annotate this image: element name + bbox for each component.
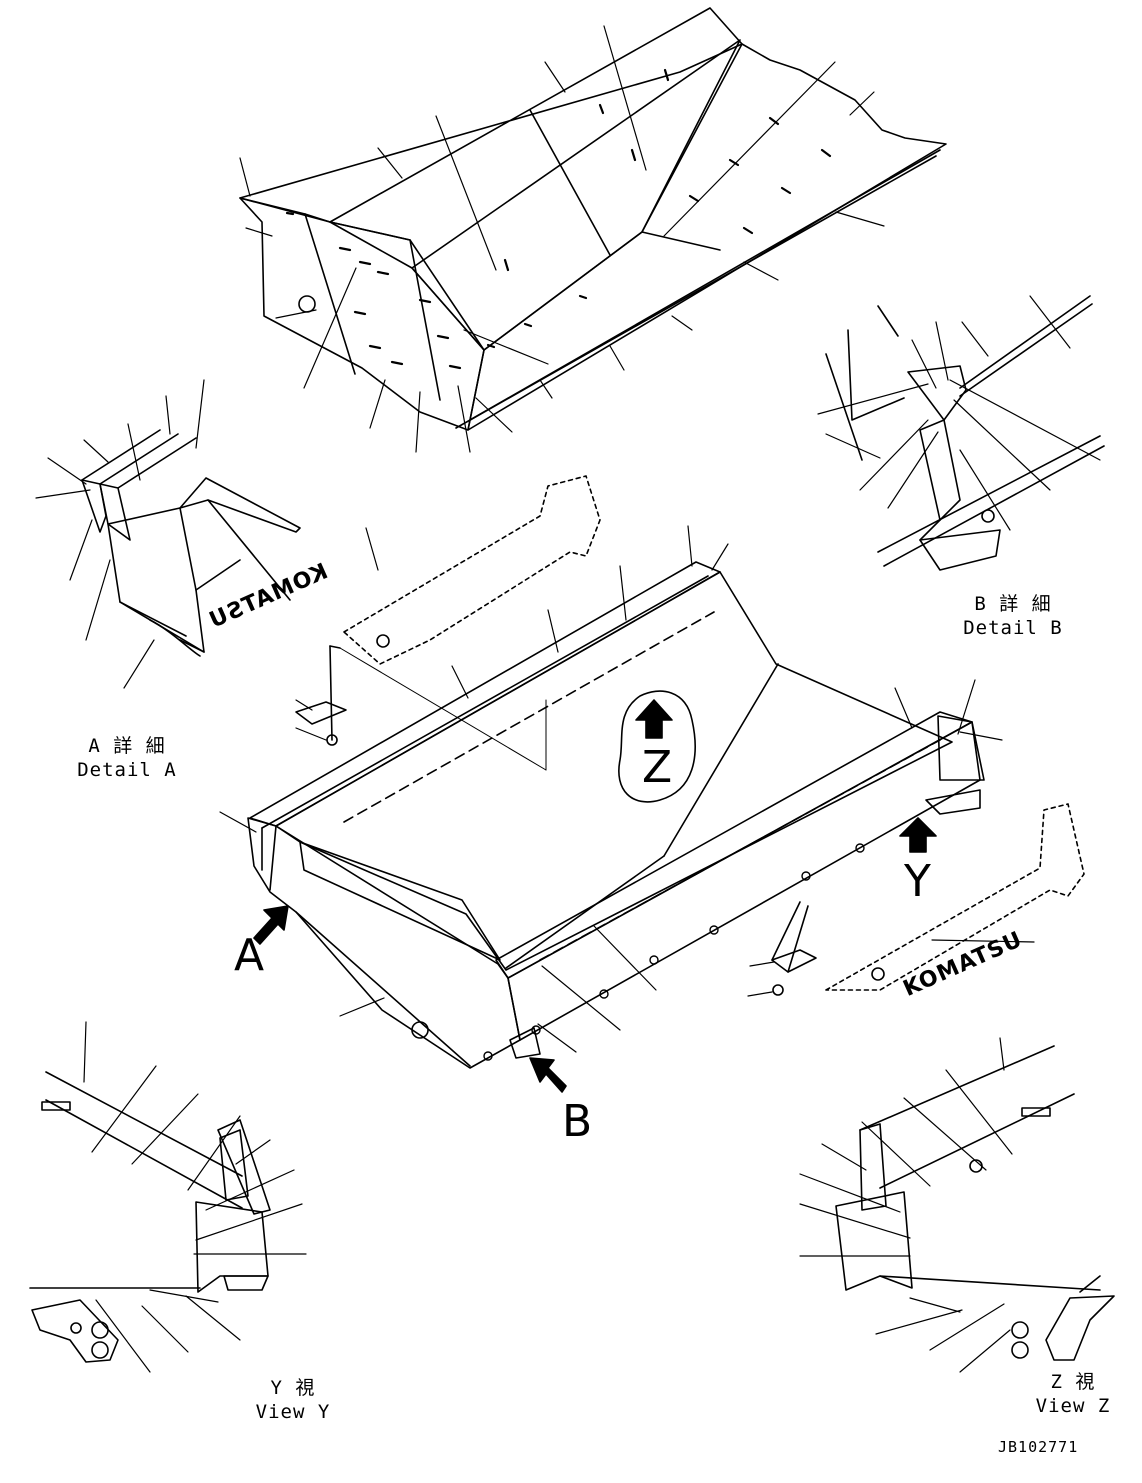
view-z-en: View Z: [1035, 1395, 1111, 1417]
view-y-drawing: [29, 1021, 307, 1373]
detail-a-caption: A 詳 細 Detail A: [72, 734, 182, 782]
view-y-jp: Y 視: [270, 1377, 316, 1399]
arrow-label-y: Y: [904, 856, 931, 907]
detail-a-en: Detail A: [77, 759, 177, 781]
dump-body-main: [219, 525, 1003, 1069]
arrow-b-icon: [529, 1057, 567, 1093]
detail-a-drawing: [35, 379, 301, 689]
arrow-label-z: Z: [642, 742, 673, 793]
left-decal-drawing: [295, 475, 601, 771]
document-number: JB102771: [998, 1438, 1079, 1456]
view-z-drawing: [799, 1037, 1115, 1373]
detail-b-jp: B 詳 細: [974, 593, 1052, 615]
arrow-a-icon: [253, 905, 289, 945]
view-z-jp: Z 視: [1050, 1371, 1096, 1393]
liner-plates-assembly: [239, 7, 947, 453]
arrow-label-b: B: [562, 1096, 593, 1147]
detail-a-jp: A 詳 細: [88, 735, 166, 757]
right-decal-drawing: [747, 803, 1085, 997]
view-y-caption: Y 視 View Y: [238, 1376, 348, 1424]
arrow-y-icon: [899, 817, 937, 853]
arrow-z-icon: [618, 690, 696, 803]
view-y-en: View Y: [255, 1401, 331, 1423]
detail-b-en: Detail B: [963, 617, 1063, 639]
detail-b-drawing: [817, 295, 1105, 571]
view-z-caption: Z 視 View Z: [1018, 1370, 1128, 1418]
detail-b-caption: B 詳 細 Detail B: [958, 592, 1068, 640]
arrow-label-a: A: [234, 930, 265, 981]
